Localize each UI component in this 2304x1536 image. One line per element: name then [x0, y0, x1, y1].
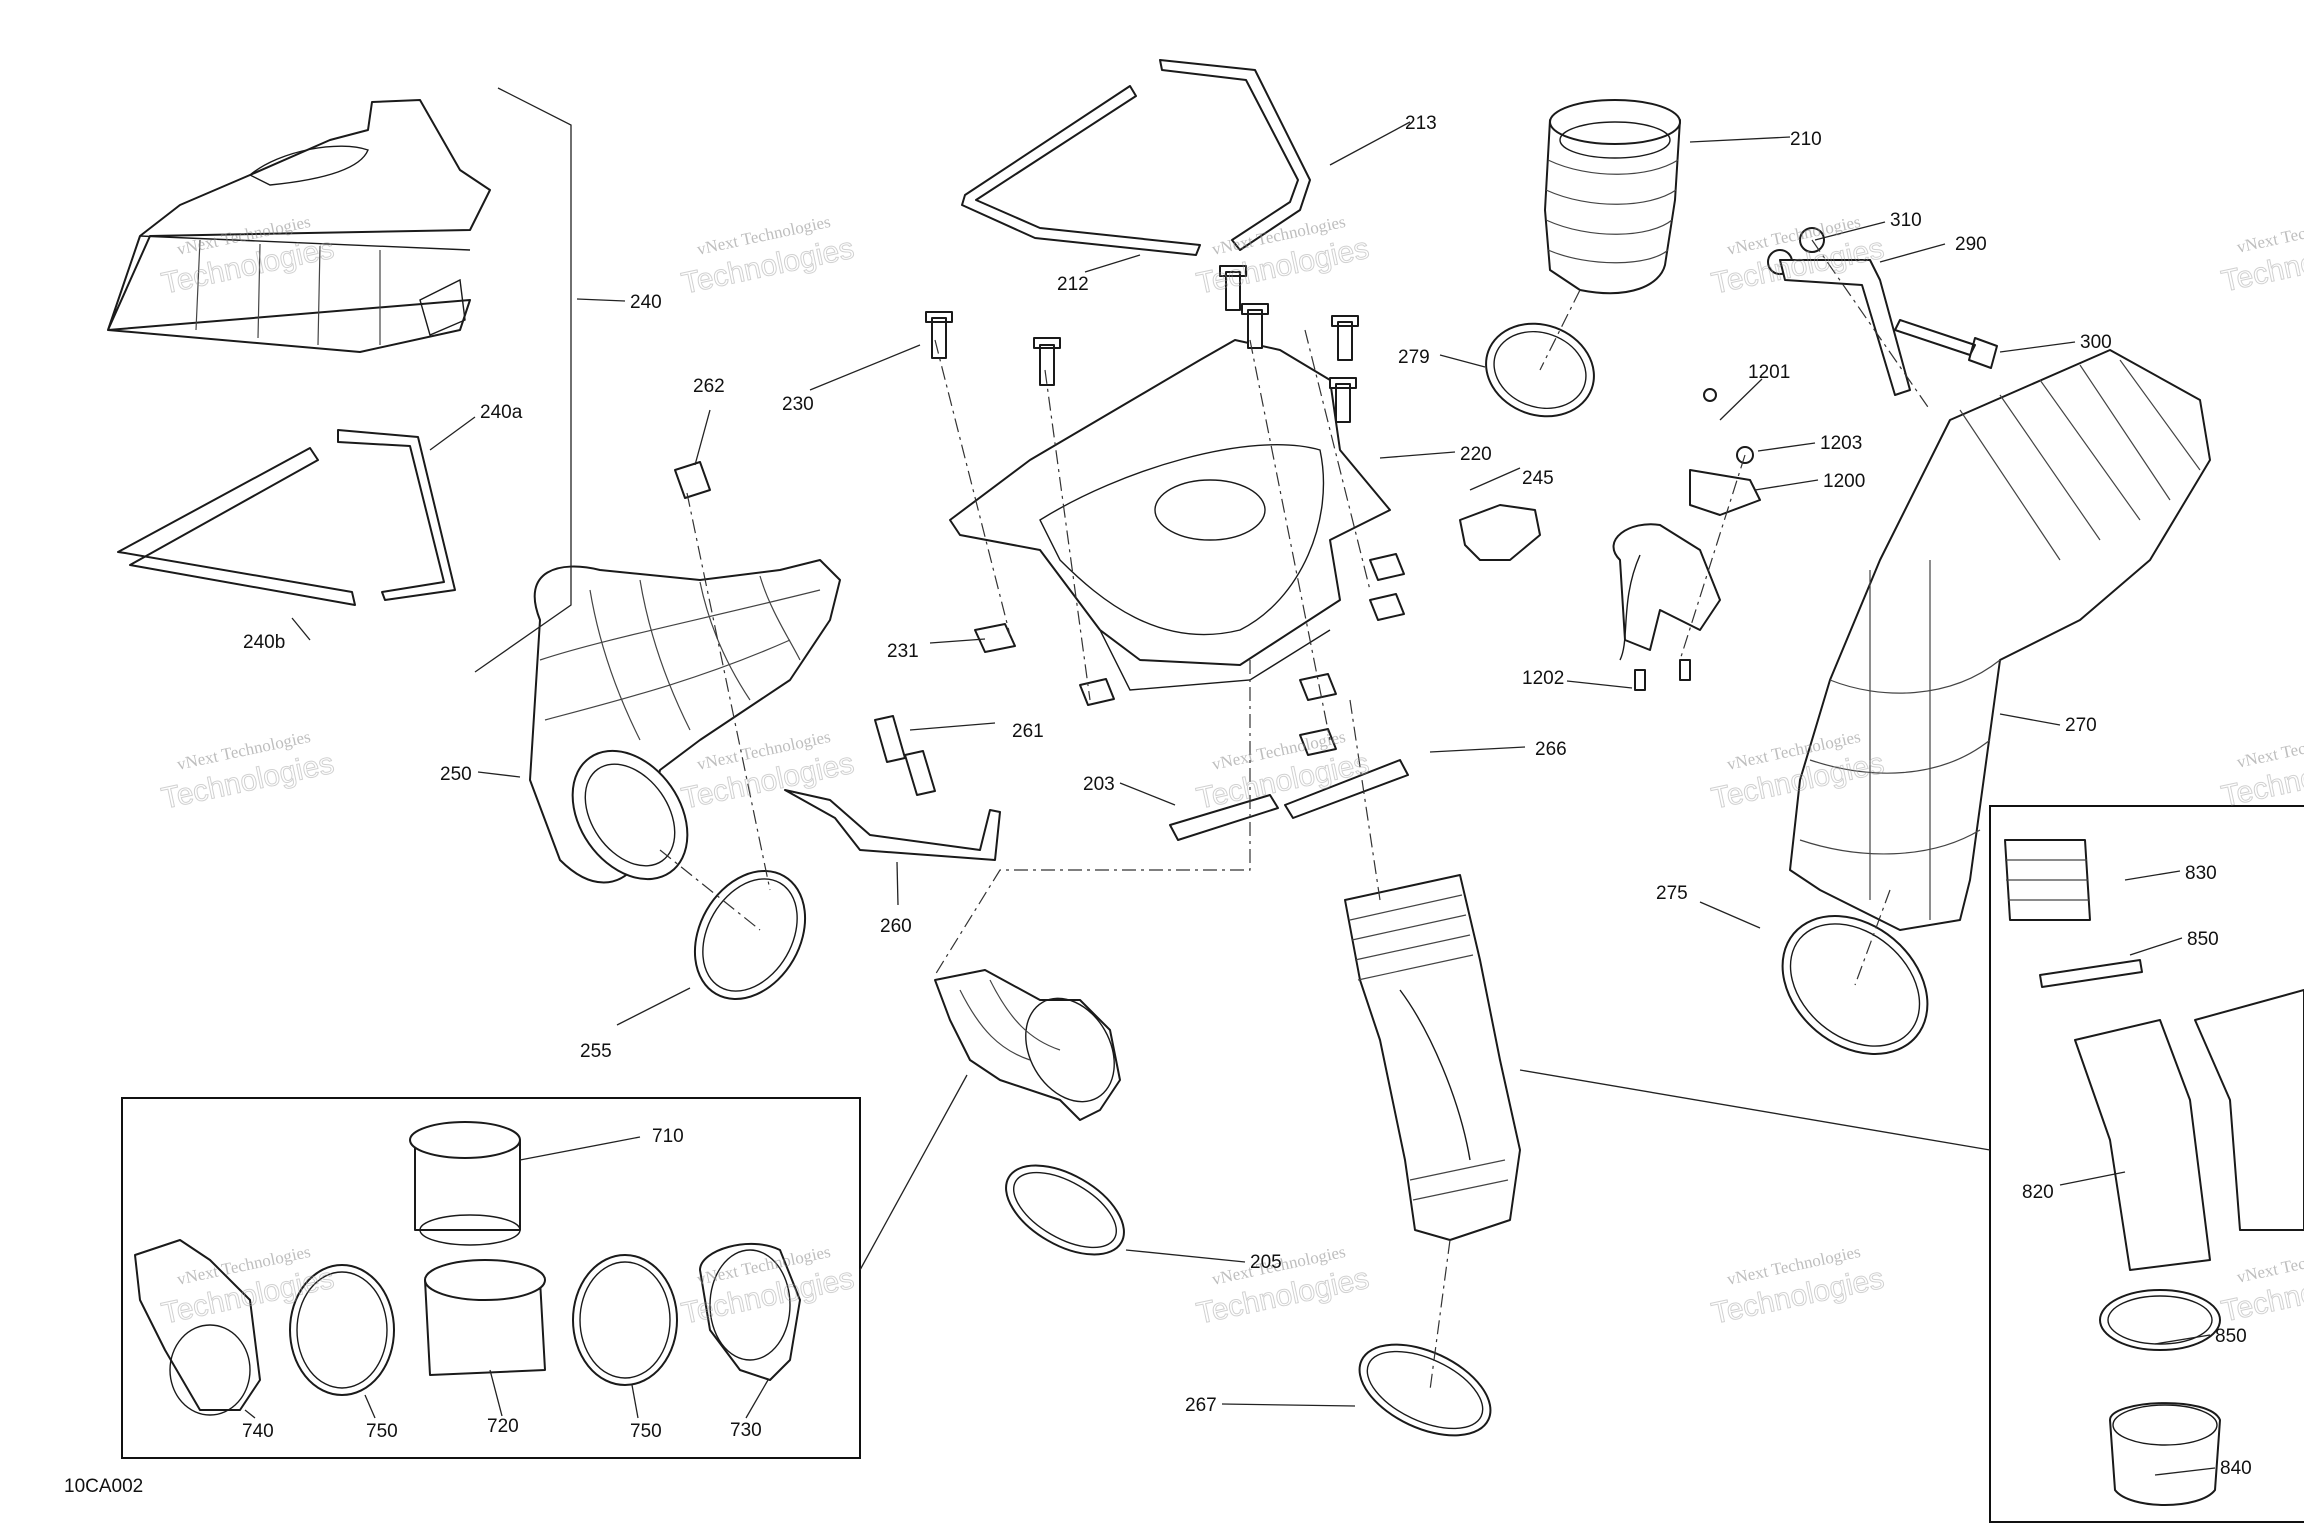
part-267-long-duct: [1344, 874, 1521, 1241]
part-850-strap: [2039, 959, 2143, 988]
inset-box-right: [1989, 805, 2304, 1523]
part-830-bellows: [2004, 839, 2091, 921]
callout-1201: 1201: [1748, 362, 1790, 383]
part-730-boot: [699, 1242, 801, 1381]
part-230-screws: [925, 265, 1359, 423]
callout-740: 740: [242, 1421, 274, 1442]
callout-840: 840: [2220, 1458, 2252, 1479]
part-720-sleeve: [424, 1259, 546, 1376]
callout-300: 300: [2080, 332, 2112, 353]
callout-labels: 213 210 310 290 300 240 240a 240b 212 23…: [242, 113, 2252, 1479]
part-840-boot: [2109, 1402, 2221, 1506]
callout-850-bottom: 850: [2215, 1326, 2247, 1347]
part-255-clamp: [693, 870, 807, 1000]
part-1202-screws: [1634, 659, 1691, 691]
part-1200-bracket-assembly: [1612, 388, 1761, 661]
part-261-bolts: [874, 715, 936, 796]
callout-267: 267: [1185, 1395, 1217, 1416]
callout-270: 270: [2065, 715, 2097, 736]
part-231-clip-nuts: [974, 553, 1405, 756]
callout-240: 240: [630, 292, 662, 313]
callout-213: 213: [1405, 113, 1437, 134]
callout-850-top: 850: [2187, 929, 2219, 950]
callout-1202: 1202: [1522, 668, 1564, 689]
part-750-clamp-a: [289, 1264, 395, 1396]
callout-255: 255: [580, 1041, 612, 1062]
callout-820: 820: [2022, 1182, 2054, 1203]
part-820-duct: [2074, 989, 2304, 1271]
part-750-clamp-b: [572, 1254, 678, 1386]
callout-261: 261: [1012, 721, 1044, 742]
callout-231: 231: [887, 641, 919, 662]
callout-250: 250: [440, 764, 472, 785]
callout-279: 279: [1398, 347, 1430, 368]
part-262-cap: [674, 461, 711, 499]
part-205-clamp: [1005, 1164, 1125, 1256]
callout-710: 710: [652, 1126, 684, 1147]
part-245-sensor: [1459, 504, 1541, 561]
callout-830: 830: [2185, 863, 2217, 884]
callout-205: 205: [1250, 1252, 1282, 1273]
part-290-bracket: [1779, 259, 1911, 396]
callout-260: 260: [880, 916, 912, 937]
part-212-seal: [961, 85, 1201, 256]
part-300-bolt: [1894, 319, 1998, 369]
part-213-seal: [1159, 59, 1311, 251]
callout-266: 266: [1535, 739, 1567, 760]
callout-310: 310: [1890, 210, 1922, 231]
callout-262: 262: [693, 376, 725, 397]
callout-212: 212: [1057, 274, 1089, 295]
callout-220: 220: [1460, 444, 1492, 465]
inset-box-left: [121, 1097, 861, 1459]
callout-230: 230: [782, 394, 814, 415]
callout-1200: 1200: [1823, 471, 1865, 492]
callout-750-right: 750: [630, 1421, 662, 1442]
part-240-airbox-cover: [107, 99, 491, 353]
callout-730: 730: [730, 1420, 762, 1441]
part-850-clamp: [2099, 1289, 2221, 1351]
callout-210: 210: [1790, 129, 1822, 150]
group-bracket-240: [474, 87, 572, 673]
part-270-intake-duct: [1789, 349, 2211, 931]
part-250-intake-elbow: [529, 559, 841, 884]
callout-240b: 240b: [243, 632, 285, 653]
part-260-bracket: [784, 789, 1001, 861]
callout-275: 275: [1656, 883, 1688, 904]
part-210-boot: [1544, 99, 1681, 295]
part-740-boot: [134, 1239, 261, 1416]
part-220-air-duct-tray: [949, 339, 1391, 691]
callout-750-left: 750: [366, 1421, 398, 1442]
part-240a-240b-seals: [117, 429, 456, 606]
part-205-coupler: [934, 969, 1121, 1121]
assembly-centerlines: [659, 239, 1931, 1391]
callout-1203: 1203: [1820, 433, 1862, 454]
part-710-sleeve: [409, 1121, 521, 1246]
callout-240a: 240a: [480, 402, 523, 423]
part-203-strap: [1169, 794, 1279, 841]
callout-290: 290: [1955, 234, 1987, 255]
callout-203: 203: [1083, 774, 1115, 795]
leader-lines: [244, 121, 2216, 1476]
callout-245: 245: [1522, 468, 1554, 489]
callout-720: 720: [487, 1416, 519, 1437]
part-267-clamp: [1358, 1343, 1492, 1437]
drawing-code: 10CA002: [64, 1476, 143, 1497]
